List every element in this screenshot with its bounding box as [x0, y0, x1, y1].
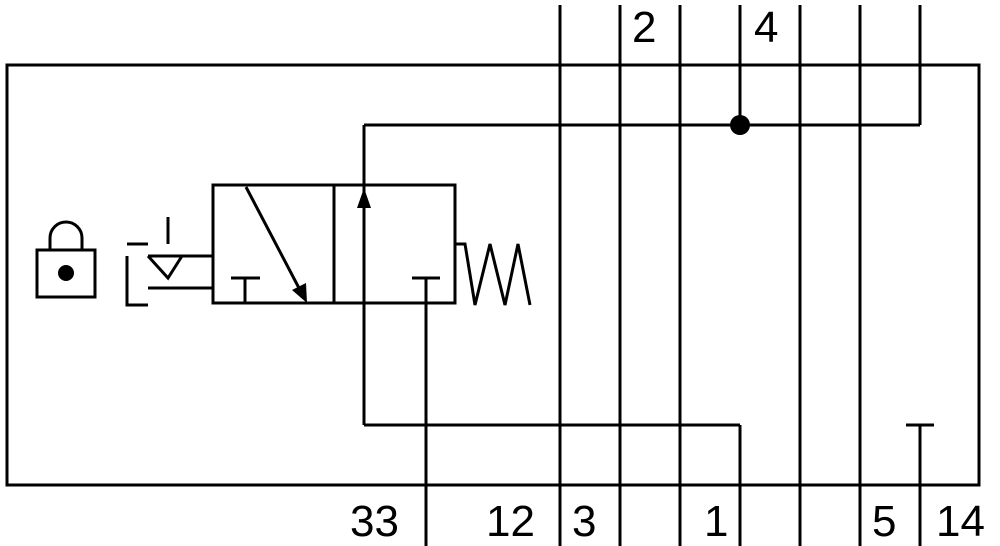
- junction-dot: [730, 115, 750, 135]
- port-label-33: 33: [350, 497, 399, 546]
- flow-arrow-icon: [244, 186, 307, 303]
- manual-lever-actuator-icon: [125, 217, 213, 307]
- port-label-2: 2: [632, 3, 656, 52]
- port-label-1: 1: [704, 497, 728, 546]
- port-14-stub: [906, 423, 934, 546]
- housing-outline: [5, 63, 981, 487]
- flow-arrow-icon: [357, 188, 371, 208]
- exhaust-block-icon: [231, 276, 260, 303]
- port-label-5: 5: [872, 497, 896, 546]
- port-label-3: 3: [572, 497, 596, 546]
- port-label-12: 12: [486, 497, 535, 546]
- spring-return-icon: [455, 242, 532, 306]
- port-lines: [424, 5, 922, 546]
- port-label-4: 4: [754, 3, 778, 52]
- port-label-14: 14: [936, 497, 985, 546]
- padlock-icon: [35, 220, 97, 299]
